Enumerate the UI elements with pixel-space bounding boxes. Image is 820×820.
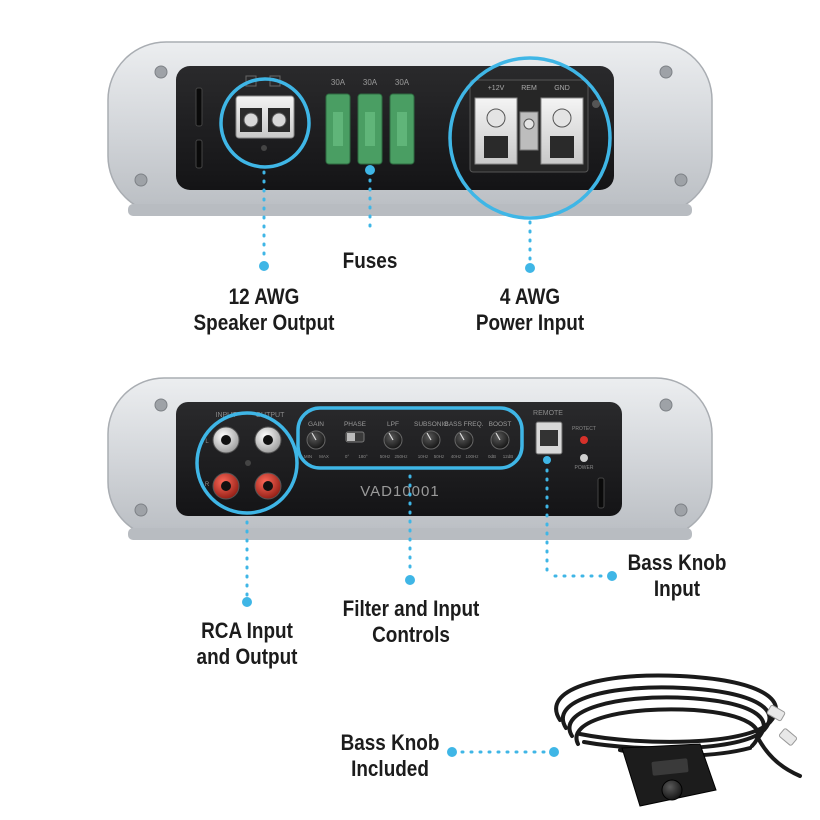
callout-leaders-top <box>259 165 535 273</box>
control-min-label: 10Hz <box>418 454 429 459</box>
callout-line: and Output <box>196 644 298 669</box>
control-max-label: MAX <box>319 454 329 459</box>
protect-led <box>580 436 588 444</box>
bass-knob-accessory <box>554 673 802 807</box>
callout-line: 4 AWG <box>499 284 561 309</box>
rca-channel-l: L <box>205 439 209 445</box>
control-min-label: MIN <box>304 454 312 459</box>
control-label-bass-freq: BASS FREQ. <box>444 421 483 428</box>
terminal-label-12v: +12V <box>488 85 505 92</box>
callout-line: Bass Knob <box>340 730 440 755</box>
terminal-screw-icon <box>552 108 572 128</box>
fuse-block: 30A 30A 30A <box>325 78 415 165</box>
control-label-phase: PHASE <box>344 421 367 428</box>
vent-slot <box>597 477 605 509</box>
amplifier-front-view: INPUT OUTPUT L R GAIN MIN MAX PHASE 0° 180° LP… <box>107 377 713 540</box>
control-max-label: 250Hz <box>394 454 408 459</box>
control-label-gain: GAIN <box>308 421 324 428</box>
control-label-boost: BOOST <box>489 421 512 428</box>
callout-line: Power Input <box>475 310 585 335</box>
terminal-screw-icon <box>523 118 535 130</box>
amp-top-feet <box>128 204 692 216</box>
control-label-subsonic: SUBSONIC <box>414 421 448 428</box>
knob-indicator <box>426 432 432 441</box>
terminal-label-rem: REM <box>521 85 537 92</box>
protect-label: PROTECT <box>572 426 596 432</box>
callout-label-filter-controls: Filter and Input Controls <box>325 596 497 648</box>
rj-connector-icon <box>778 728 798 746</box>
power-led <box>580 454 588 462</box>
phase-switch-handle <box>347 433 355 441</box>
control-max-label: 100Hz <box>465 454 479 459</box>
amp-bottom-feet <box>128 528 692 540</box>
terminal-screw-icon <box>243 112 259 128</box>
rj-connector-icon <box>766 704 786 722</box>
model-number: VAD10001 <box>360 483 439 500</box>
callout-line: Controls <box>372 622 450 647</box>
callout-line: Fuses <box>342 248 398 273</box>
knob-indicator <box>311 432 317 441</box>
callout-label-speaker-output: 12 AWG Speaker Output <box>178 284 350 336</box>
callout-label-rca: RCA Input and Output <box>170 618 325 670</box>
callout-line: RCA Input <box>201 618 293 643</box>
screw-icon <box>659 65 673 79</box>
screw-icon <box>674 173 688 187</box>
callout-leaders-bottom <box>242 456 617 757</box>
power-input-terminal: +12V REM GND <box>469 79 600 173</box>
fuse-rating-label: 30A <box>331 78 346 87</box>
callout-line: Speaker Output <box>193 310 335 335</box>
vent-slot <box>195 87 203 127</box>
rca-jacks <box>212 426 282 500</box>
control-min-label: 0° <box>345 454 350 459</box>
knob-indicator <box>388 432 394 441</box>
vent-slot <box>195 139 203 169</box>
terminal-screw-icon <box>271 112 287 128</box>
callout-line: Filter and Input <box>342 596 480 621</box>
knob-indicator <box>495 432 501 441</box>
screw-icon <box>134 173 148 187</box>
screw-icon <box>154 398 168 412</box>
fuse-rating-label: 30A <box>395 78 410 87</box>
callout-label-fuses: Fuses <box>318 248 421 274</box>
screw-icon <box>134 503 148 517</box>
screw-icon <box>154 65 168 79</box>
screw-icon <box>674 503 688 517</box>
screw-icon <box>659 398 673 412</box>
callout-label-power-input: 4 AWG Power Input <box>453 284 608 336</box>
speaker-output-terminal <box>235 75 295 151</box>
callout-line: 12 AWG <box>228 284 300 309</box>
power-label: POWER <box>575 465 594 471</box>
callout-line: Included <box>351 756 429 781</box>
callout-label-bass-knob-included: Bass Knob Included <box>330 730 450 782</box>
callout-ring-power <box>448 56 612 220</box>
fuse-rating-label: 30A <box>363 78 378 87</box>
rca-input-label: INPUT <box>216 412 238 419</box>
terminal-screw-icon <box>486 108 506 128</box>
callout-line: Input <box>653 576 701 601</box>
callout-label-bass-knob-input: Bass Knob Input <box>617 550 737 602</box>
control-min-label: 40Hz <box>451 454 462 459</box>
control-max-label: 180° <box>358 454 368 459</box>
bass-knob-dial <box>661 779 683 801</box>
remote-label: REMOTE <box>533 410 563 417</box>
callout-ring-rca <box>195 411 299 515</box>
control-min-label: 0dB <box>488 454 496 459</box>
callout-box-controls <box>296 406 524 470</box>
amp-bottom-panel <box>176 402 622 516</box>
rca-output-label: OUTPUT <box>256 412 286 419</box>
callout-ring-speaker <box>219 77 311 169</box>
rca-channel-r: R <box>205 482 210 488</box>
terminal-label-gnd: GND <box>554 85 570 92</box>
bass-knob-housing <box>621 743 717 807</box>
control-max-label: 12dB <box>503 454 514 459</box>
callout-line: Bass Knob <box>627 550 727 575</box>
control-max-label: 50Hz <box>434 454 445 459</box>
control-min-label: 50Hz <box>380 454 391 459</box>
amplifier-top-view: 30A 30A 30A +12V REM GND <box>107 41 713 220</box>
control-label-lpf: LPF <box>387 421 399 428</box>
bass-knob-label-plate <box>651 758 689 776</box>
knob-indicator <box>459 432 465 441</box>
